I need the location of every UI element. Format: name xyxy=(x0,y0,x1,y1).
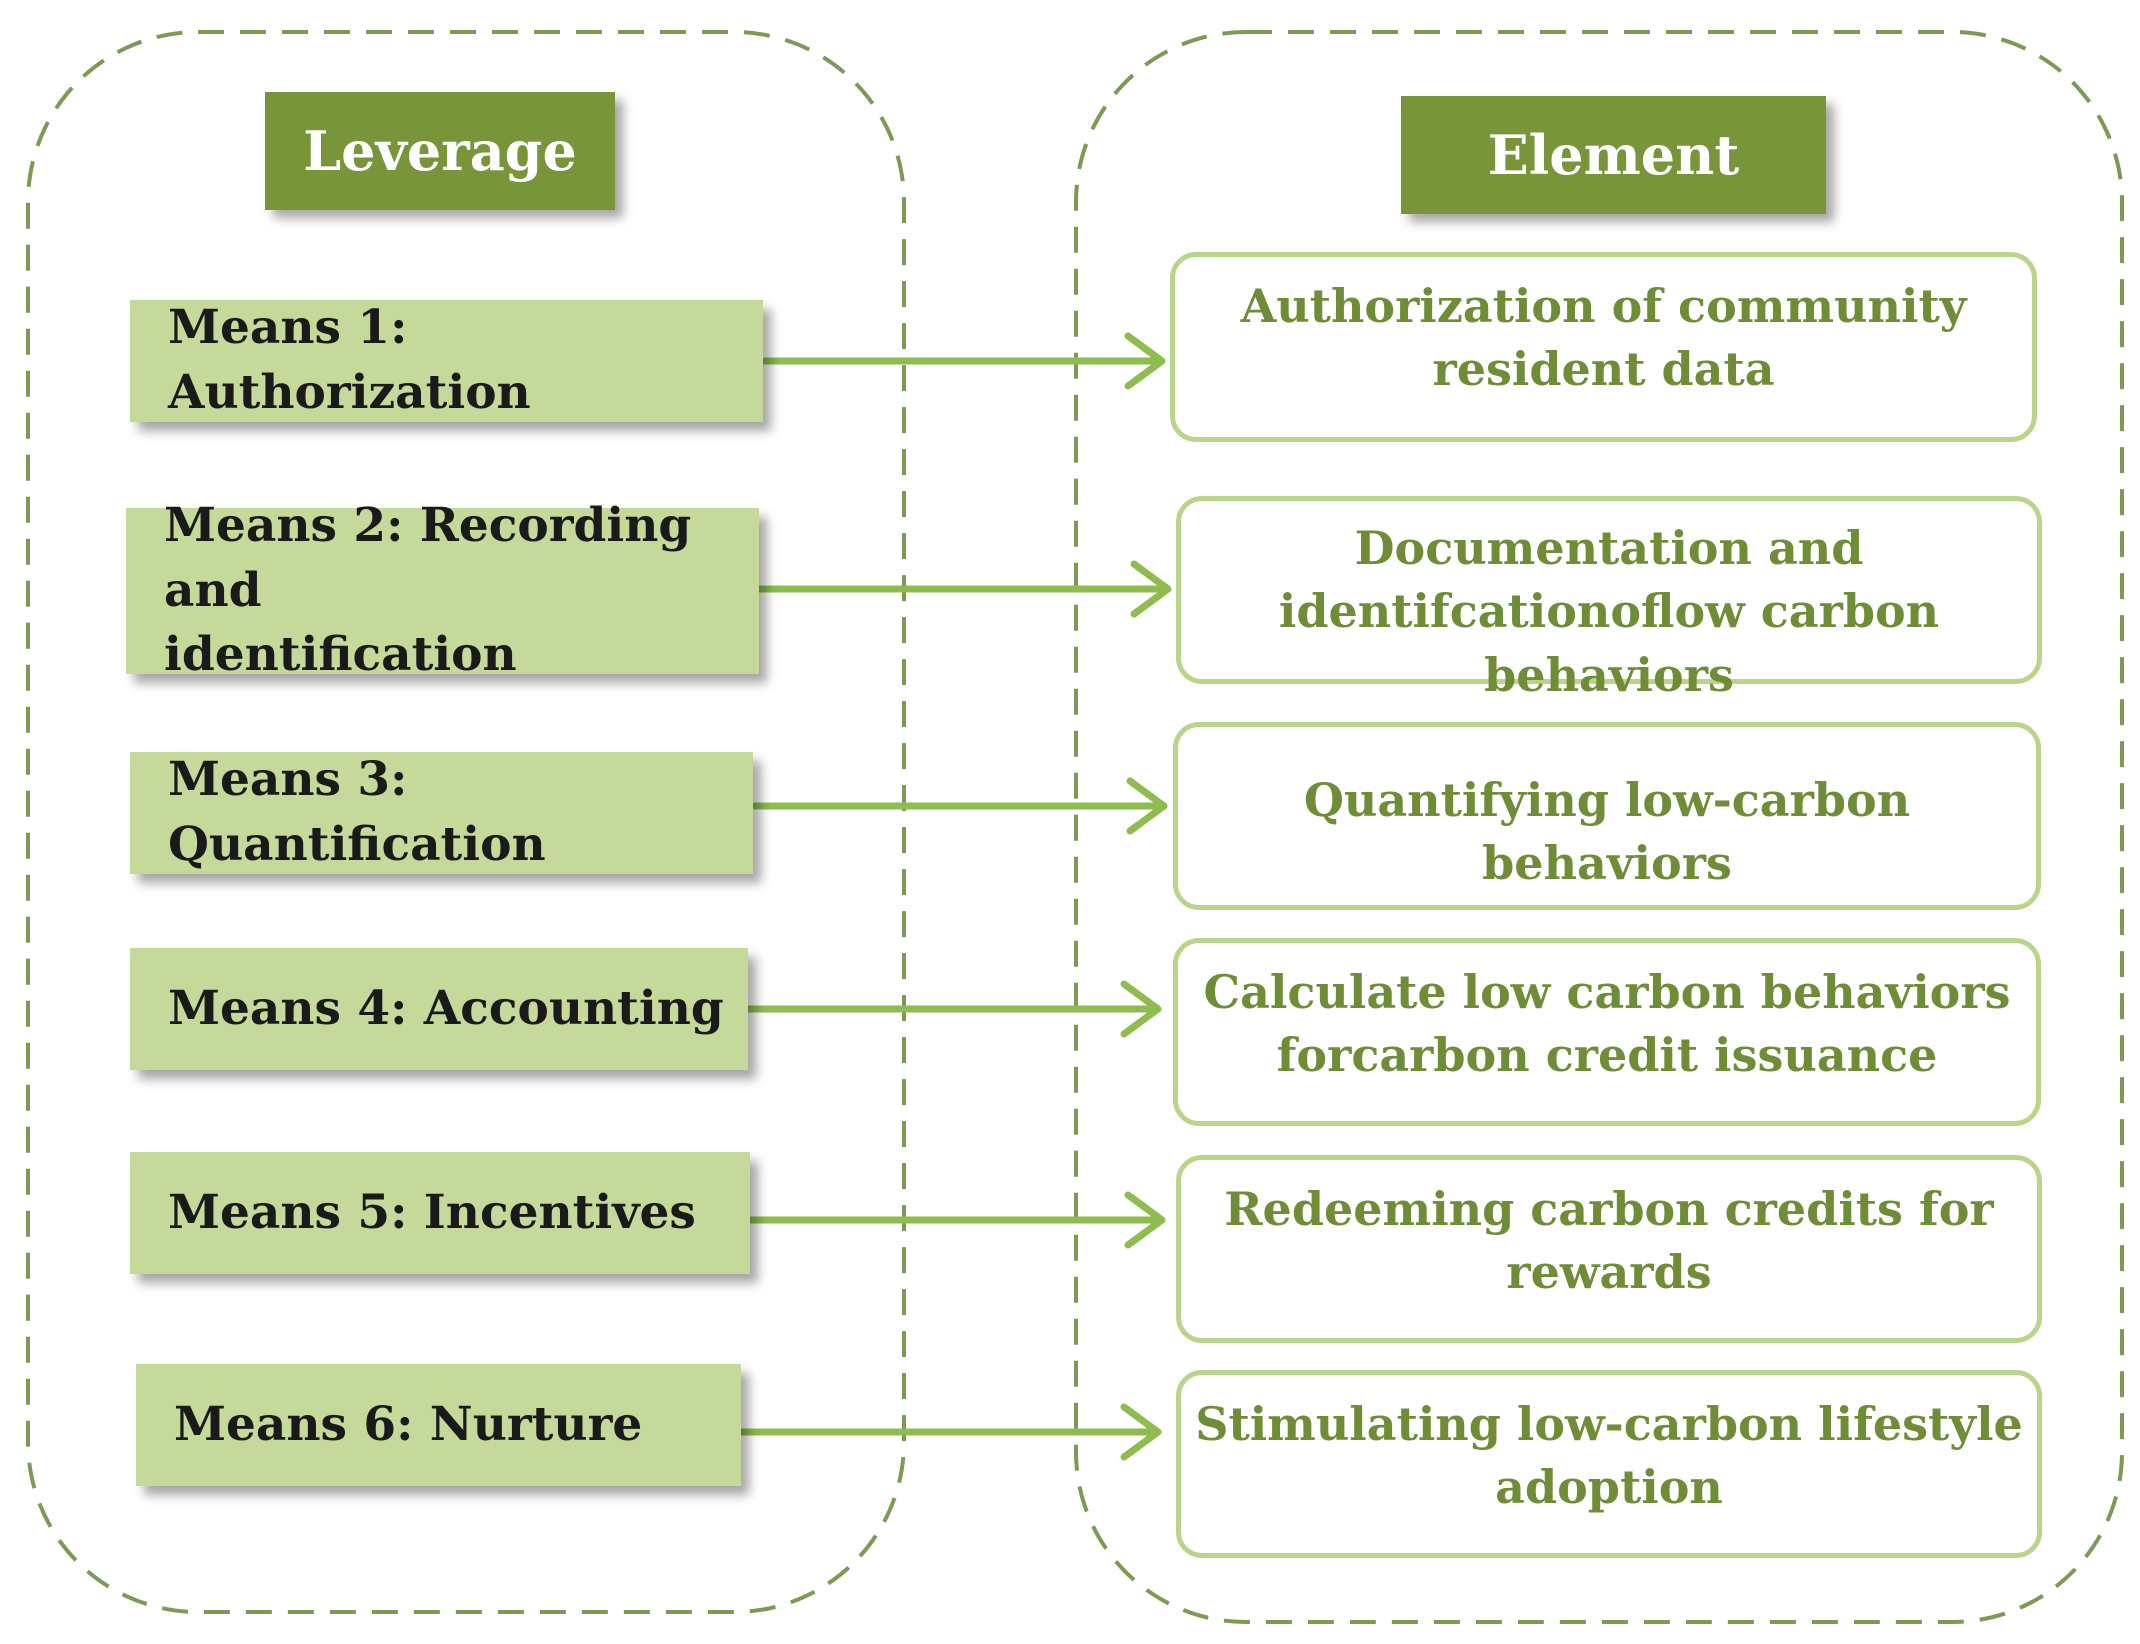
element-box-calculate: Calculate low carbon behaviors forcarbon… xyxy=(1173,938,2041,1126)
element-label-line: Documentation and xyxy=(1354,521,1864,575)
means-label-line: identification xyxy=(164,627,517,683)
arrow-3 xyxy=(751,777,1168,835)
arrow-2 xyxy=(746,560,1172,618)
means-label: Means 6: Nurture xyxy=(174,1393,642,1458)
means-box-nurture: Means 6: Nurture xyxy=(136,1364,741,1486)
means-label: Means 2: Recording and identification xyxy=(164,494,759,689)
element-box-redeeming: Redeeming carbon credits for rewards xyxy=(1176,1155,2042,1343)
leverage-header: Leverage xyxy=(265,92,615,210)
arrow-1 xyxy=(739,332,1166,390)
element-box-stimulating: Stimulating low-carbon lifestyle adoptio… xyxy=(1176,1370,2042,1558)
means-label: Means 4: Accounting xyxy=(168,977,724,1042)
arrow-5 xyxy=(723,1191,1166,1249)
element-label-line: adoption xyxy=(1495,1460,1723,1515)
element-label-line: Quantifying low-carbon behaviors xyxy=(1303,773,1911,891)
means-label-line: Means 4: Accounting xyxy=(168,980,724,1036)
means-label-line: Means 2: Recording and xyxy=(164,497,692,618)
arrow-6 xyxy=(729,1403,1162,1461)
element-label-line: Stimulating low-carbon lifestyle xyxy=(1195,1397,2023,1451)
element-header: Element xyxy=(1401,96,1826,214)
element-label-line: Calculate low carbon behaviors xyxy=(1203,965,2011,1019)
arrow-4 xyxy=(744,980,1162,1038)
element-label-line: identifcationoflow carbon behaviors xyxy=(1278,584,1940,702)
element-label-line: resident data xyxy=(1432,342,1775,397)
means-box-incentives: Means 5: Incentives xyxy=(130,1152,750,1274)
means-label-line: Means 5: Incentives xyxy=(168,1184,696,1240)
means-label-line: Means 3: Quantification xyxy=(168,752,546,872)
leverage-group-outline xyxy=(26,30,906,1614)
means-box-authorization: Means 1: Authorization xyxy=(130,300,763,422)
means-label-line: Means 6: Nurture xyxy=(174,1396,643,1452)
element-label-line: forcarbon credit issuance xyxy=(1276,1028,1938,1083)
element-box-documentation: Documentation and identifcationoflow car… xyxy=(1176,496,2042,702)
means-box-quantification: Means 3: Quantification xyxy=(130,752,753,874)
element-label-line: Redeeming carbon credits for xyxy=(1224,1182,1994,1236)
means-box-accounting: Means 4: Accounting xyxy=(130,948,748,1070)
means-label-line: Means 1: Authorization xyxy=(168,300,531,420)
means-box-recording: Means 2: Recording and identification xyxy=(126,498,759,682)
element-box-authorization-data: Authorization of community resident data xyxy=(1170,252,2037,442)
means-label: Means 5: Incentives xyxy=(168,1181,696,1246)
means-label: Means 3: Quantification xyxy=(168,748,753,878)
element-group-outline xyxy=(1074,30,2124,1624)
element-label-line: Authorization of community xyxy=(1240,279,1967,333)
element-box-quantifying: Quantifying low-carbon behaviors xyxy=(1173,722,2041,910)
means-label: Means 1: Authorization xyxy=(168,296,763,426)
element-label-line: rewards xyxy=(1506,1245,1712,1300)
